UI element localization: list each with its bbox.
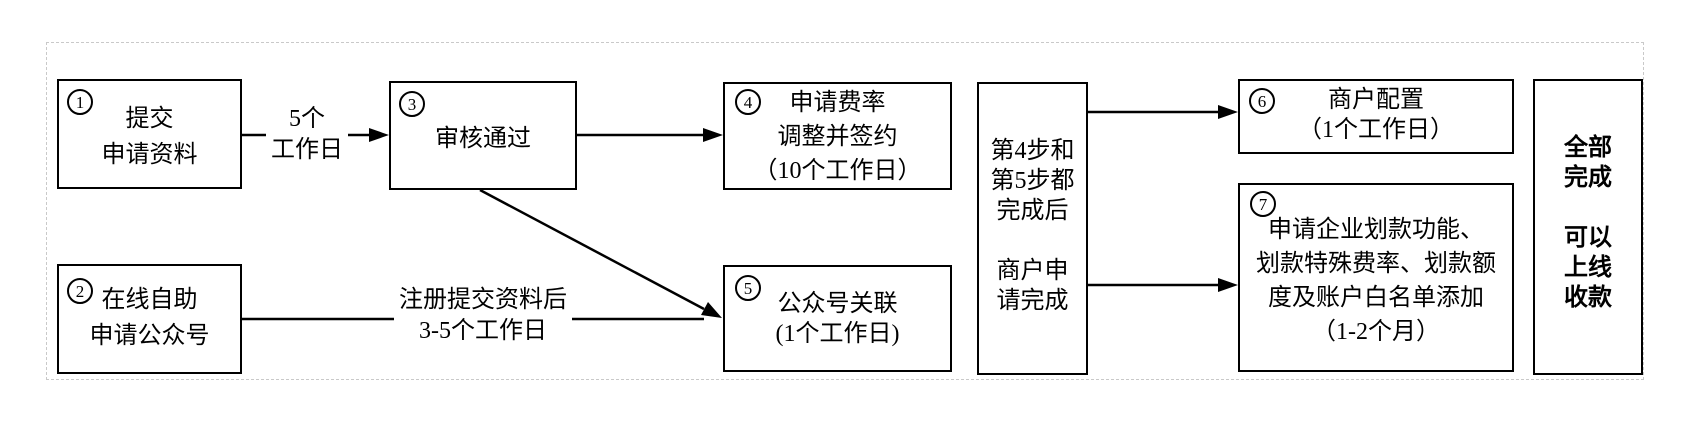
step6-line: 商户配置	[1328, 87, 1424, 113]
step1-number-badge: 1	[67, 89, 93, 115]
step7-line: 申请企业划款功能、	[1268, 217, 1484, 243]
final-line: 全部	[1564, 135, 1612, 161]
step3-box: 3 审核通过	[389, 81, 577, 190]
gate-line: 第5步都	[990, 168, 1075, 194]
step6-number-badge: 6	[1249, 88, 1275, 114]
final-line: 可以	[1564, 225, 1612, 251]
gate-line: 请完成	[996, 288, 1069, 314]
step1-box: 1 提交 申请资料	[57, 79, 242, 189]
edge-label-line: 3-5个工作日	[419, 318, 547, 344]
step4-line: （10个工作日）	[753, 158, 922, 184]
final-line	[1535, 193, 1641, 223]
final-line: 完成	[1564, 165, 1612, 191]
step4-box: 4 申请费率 调整并签约 （10个工作日）	[723, 82, 952, 190]
step5-number-badge: 5	[735, 275, 761, 301]
step7-number-badge: 7	[1250, 191, 1276, 217]
step3-number-badge: 3	[399, 91, 425, 117]
edge-label-line: 5个	[289, 106, 325, 132]
step4-line: 调整并签约	[777, 124, 898, 150]
step1-line: 申请资料	[101, 142, 198, 168]
final-line: 上线	[1564, 255, 1612, 281]
gate-line: 商户申	[996, 258, 1069, 284]
step1-line: 提交	[125, 106, 174, 132]
step5-box: 5 公众号关联 (1个工作日)	[723, 265, 952, 372]
step2-line: 在线自助	[101, 287, 198, 313]
gate-line: 完成后	[996, 198, 1069, 224]
gate-line: 第4步和	[990, 138, 1075, 164]
step4-number-badge: 4	[735, 89, 761, 115]
step6-line: （1个工作日）	[1298, 117, 1454, 143]
step5-line: 公众号关联	[777, 291, 898, 317]
gate-line	[979, 226, 1086, 256]
step2-number-badge: 2	[67, 278, 93, 304]
edge-label-1-to-3: 5个 工作日	[266, 104, 348, 166]
edge-label-line: 注册提交资料后	[399, 287, 567, 313]
step7-line: 划款特殊费率、划款额	[1256, 251, 1496, 277]
gate-condition-box: 第4步和 第5步都 完成后 商户申 请完成	[977, 82, 1088, 375]
step7-line: （1-2个月）	[1312, 319, 1440, 345]
final-result-box: 全部 完成 可以 上线 收款	[1533, 79, 1643, 375]
step6-box: 6 商户配置 （1个工作日）	[1238, 79, 1514, 154]
step2-box: 2 在线自助 申请公众号	[57, 264, 242, 374]
step4-line: 申请费率	[789, 90, 886, 116]
final-line: 收款	[1564, 285, 1612, 311]
step7-line: 度及账户白名单添加	[1268, 285, 1484, 311]
step3-line: 审核通过	[435, 126, 531, 152]
step7-box: 7 申请企业划款功能、 划款特殊费率、划款额 度及账户白名单添加 （1-2个月）	[1238, 183, 1514, 372]
step5-line: (1个工作日)	[775, 321, 900, 347]
step2-line: 申请公众号	[89, 323, 210, 349]
edge-label-line: 工作日	[271, 137, 343, 163]
edge-label-2-to-5: 注册提交资料后 3-5个工作日	[394, 285, 572, 347]
